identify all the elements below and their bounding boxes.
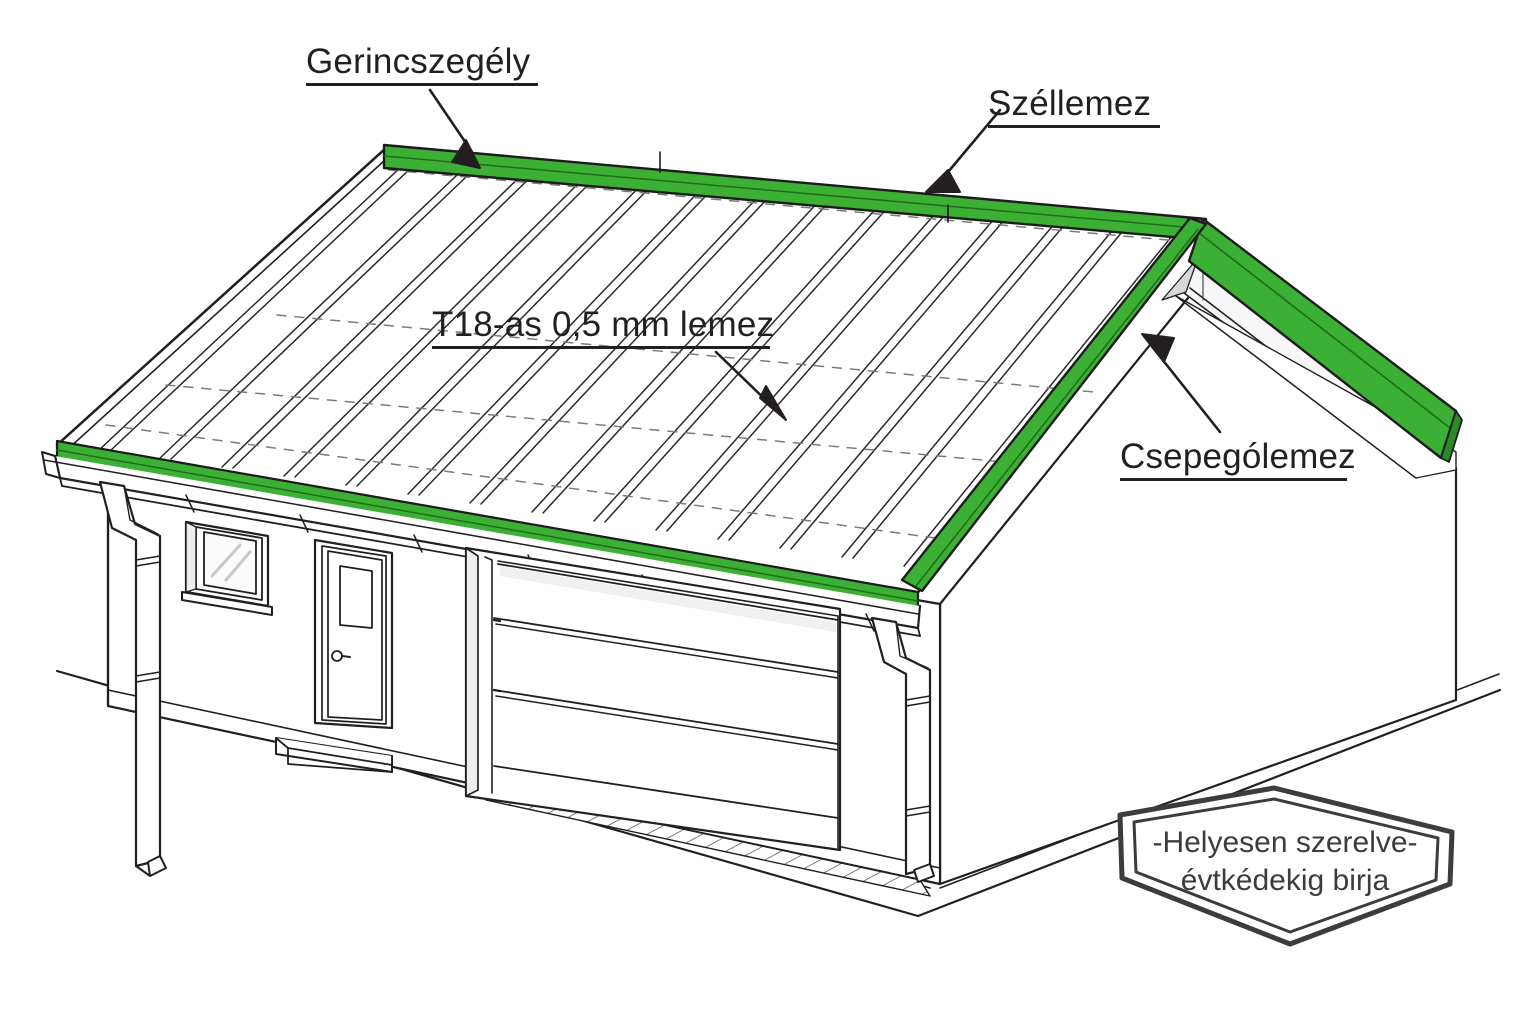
label-wind-text: Széllemez: [988, 84, 1152, 123]
label-roof-sheet: T18-as 0,5 mm lemez: [432, 305, 774, 349]
label-sheet-underline: [432, 346, 770, 349]
quality-badge-shield: [1117, 785, 1455, 947]
label-ridge-flashing: Gerincszegély: [306, 42, 538, 86]
badge-line-1: -Helyesen szerelve-: [1152, 826, 1418, 859]
badge-line-2: évtkédekig birja: [1180, 864, 1390, 897]
quality-badge: -Helyesen szerelve- évtkédekig birja: [1110, 790, 1460, 950]
label-ridge-underline: [306, 83, 538, 86]
label-drip-text: Csepególemez: [1120, 437, 1356, 476]
label-sheet-text: T18-as 0,5 mm lemez: [432, 305, 775, 344]
leader-ridge: [428, 88, 481, 169]
gable-shadow: [1175, 295, 1457, 479]
leader-sheet: [714, 350, 787, 421]
badge-text: -Helyesen szerelve- évtkédekig birja: [1110, 824, 1460, 900]
label-wind-flashing: Széllemez: [988, 84, 1160, 128]
door-step: [275, 737, 393, 773]
roof-left-slope: [55, 146, 1207, 597]
downspout-left: [98, 480, 167, 877]
wind-barge-flashing: [1187, 217, 1463, 463]
gable-drip-edge: [900, 216, 1208, 593]
label-drip-underline: [1120, 478, 1347, 481]
leader-drip: [1141, 333, 1222, 434]
leader-wind: [925, 108, 1002, 193]
downspout-right: [870, 616, 935, 883]
label-drip-edge: Csepególemez: [1120, 437, 1356, 481]
entry-door: [313, 538, 394, 730]
garage-door: [464, 546, 842, 852]
window: [181, 520, 273, 616]
label-ridge-text: Gerincszegély: [306, 42, 531, 81]
label-wind-underline: [988, 125, 1160, 128]
